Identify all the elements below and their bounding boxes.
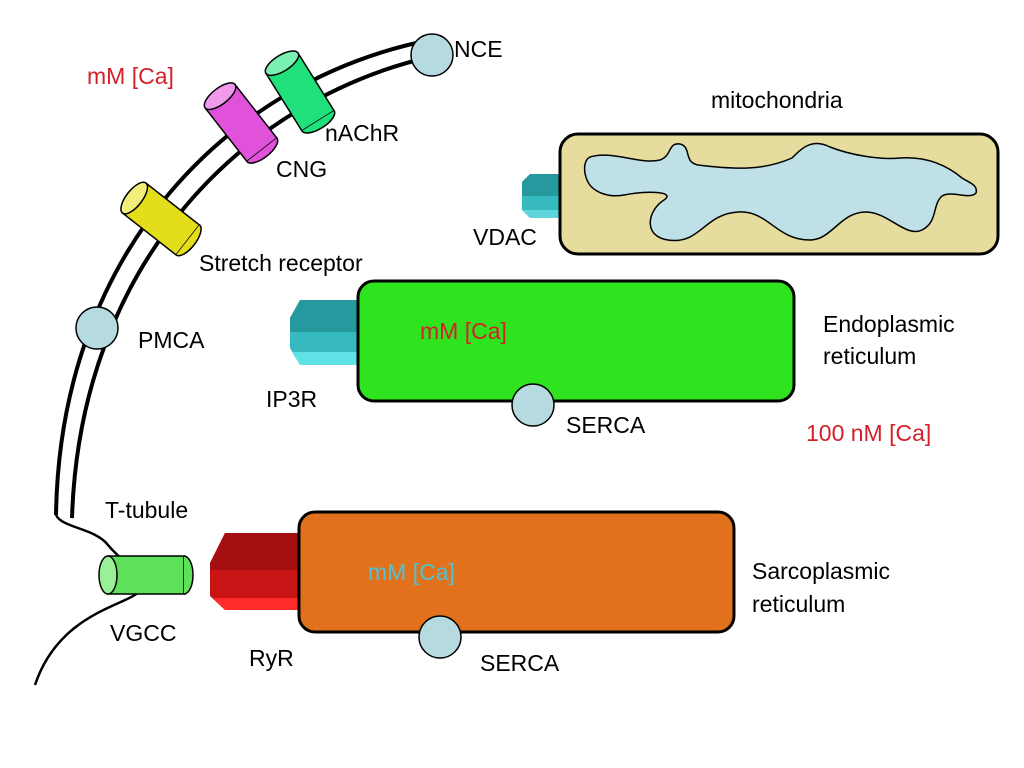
membrane-outer-line bbox=[54, 38, 431, 516]
endoplasmic-reticulum bbox=[356, 279, 796, 403]
serca-er-label: SERCA bbox=[566, 412, 646, 438]
mitochondria-inner-membrane bbox=[583, 142, 978, 242]
plasma-membrane bbox=[54, 38, 435, 519]
nachr-label: nAChR bbox=[325, 120, 399, 146]
sr-name-line2: reticulum bbox=[752, 591, 845, 617]
nachr-channel bbox=[264, 50, 336, 134]
vgcc-label: VGCC bbox=[110, 620, 176, 646]
stretch-receptor-label: Stretch receptor bbox=[199, 250, 363, 276]
sr-concentration-label: mM [Ca] bbox=[368, 559, 455, 585]
cytosol-concentration-label: 100 nM [Ca] bbox=[806, 420, 931, 446]
t-tubule-label: T-tubule bbox=[105, 497, 188, 523]
ryr-channel bbox=[210, 533, 305, 610]
serca-pump-sr bbox=[418, 615, 462, 659]
vdac-channel bbox=[522, 174, 565, 218]
serca-pump-er bbox=[511, 383, 555, 427]
pmca-pump bbox=[75, 306, 119, 350]
stretch-receptor-channel bbox=[120, 181, 202, 257]
sr-name-line1: Sarcoplasmic bbox=[752, 558, 890, 584]
er-name-line1: Endoplasmic bbox=[823, 311, 955, 337]
cng-label: CNG bbox=[276, 156, 327, 182]
cng-channel bbox=[203, 82, 279, 164]
vgcc-channel bbox=[98, 555, 194, 595]
outside-concentration-label: mM [Ca] bbox=[87, 63, 174, 89]
sarcoplasmic-reticulum bbox=[297, 510, 736, 634]
nce-pump bbox=[410, 33, 454, 77]
mitochondria-label: mitochondria bbox=[711, 87, 843, 113]
ryr-label: RyR bbox=[249, 645, 294, 671]
membrane-inner-line bbox=[70, 54, 435, 519]
ip3r-label: IP3R bbox=[266, 386, 317, 412]
nce-label: NCE bbox=[454, 36, 503, 62]
er-name-line2: reticulum bbox=[823, 343, 916, 369]
ip3r-channel bbox=[290, 300, 360, 365]
pmca-label: PMCA bbox=[138, 327, 205, 353]
er-concentration-label: mM [Ca] bbox=[420, 318, 507, 344]
t-tubule-membrane bbox=[33, 514, 142, 686]
vdac-label: VDAC bbox=[473, 224, 537, 250]
serca-sr-label: SERCA bbox=[480, 650, 560, 676]
